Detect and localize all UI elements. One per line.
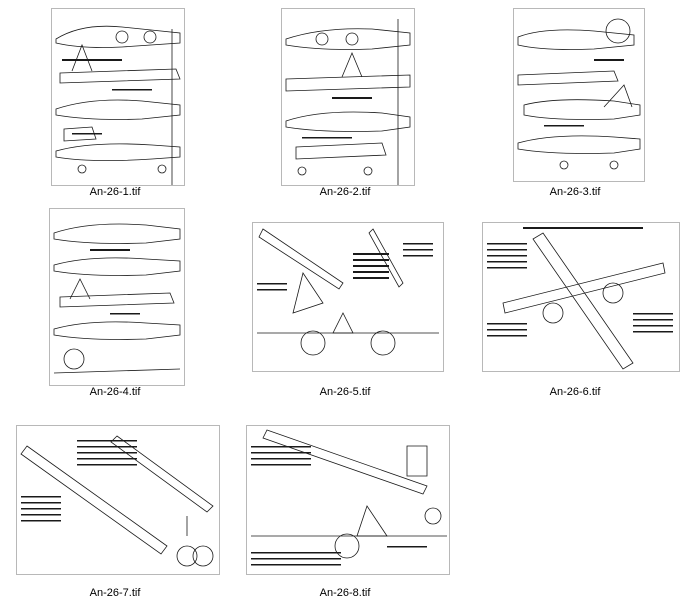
thumbnail-image-1[interactable] [51, 8, 185, 186]
thumbnail-tile-5[interactable]: An-26-5.tif [230, 200, 460, 400]
thumbnail-tile-4[interactable]: An-26-4.tif [0, 200, 230, 400]
thumbnail-tile-6[interactable]: An-26-6.tif [460, 200, 690, 400]
drawing-side-views-1 [55, 25, 181, 185]
thumbnail-image-2[interactable] [281, 8, 415, 186]
thumbnail-tile-1[interactable]: An-26-1.tif [0, 0, 230, 200]
thumbnail-tile-8[interactable]: An-26-8.tif [230, 405, 460, 605]
thumbnail-image-8[interactable] [246, 425, 450, 575]
thumbnail-caption[interactable]: An-26-6.tif [549, 386, 601, 398]
drawing-side-views-2 [285, 19, 411, 185]
thumbnail-caption[interactable]: An-26-4.tif [89, 386, 141, 398]
thumbnail-tile-7[interactable]: An-26-7.tif [0, 405, 230, 605]
thumbnail-image-5[interactable] [252, 222, 444, 372]
thumbnail-image-3[interactable] [513, 8, 645, 182]
thumbnail-tile-2[interactable]: An-26-2.tif [230, 0, 460, 200]
thumbnail-caption[interactable]: An-26-5.tif [319, 386, 371, 398]
thumbnail-tile-3[interactable]: An-26-3.tif [460, 0, 690, 200]
drawing-landscape-7 [20, 435, 214, 567]
drawing-landscape-5 [257, 228, 439, 356]
drawing-landscape-6 [487, 227, 673, 370]
thumbnail-caption[interactable]: An-26-2.tif [319, 186, 371, 198]
drawing-side-views-4 [53, 223, 181, 374]
thumbnail-caption[interactable]: An-26-7.tif [89, 587, 141, 599]
thumbnail-caption[interactable]: An-26-3.tif [549, 186, 601, 198]
drawing-landscape-8 [251, 429, 447, 566]
thumbnail-image-6[interactable] [482, 222, 680, 372]
thumbnail-image-4[interactable] [49, 208, 185, 386]
drawing-side-views-3 [517, 18, 641, 170]
thumbnail-image-7[interactable] [16, 425, 220, 575]
thumbnail-caption[interactable]: An-26-8.tif [319, 587, 371, 599]
thumbnail-caption[interactable]: An-26-1.tif [89, 186, 141, 198]
